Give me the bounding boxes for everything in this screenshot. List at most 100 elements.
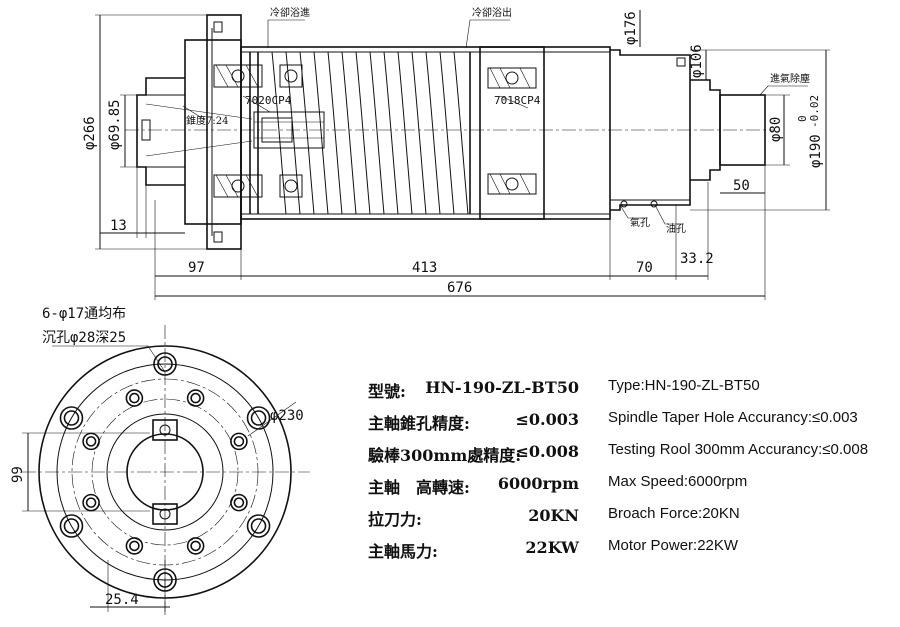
air-dust-label: 進氣除塵 [770, 72, 810, 85]
spec-en-taper: Spindle Taper Hole Accurancy:≤0.003 [608, 409, 858, 426]
coolant-in-label: 冷卻浴進 [270, 6, 310, 19]
spec-cn-value-testing: ≤0.008 [515, 442, 579, 461]
inner-bolt-hole [82, 432, 100, 451]
cooling-fin [271, 51, 287, 215]
cooling-fin [313, 51, 329, 215]
bolt-holes [59, 352, 271, 592]
bearing-rear-label: 7018CP4 [494, 94, 541, 107]
dim-len676: 676 [447, 280, 472, 296]
inner-bolt-hole [129, 392, 140, 404]
side-view: 冷卻浴進 冷卻浴出 進氣除塵 錐度7:24 7020CP4 7018CP4 氣孔… [82, 6, 830, 300]
dim-d106: φ106 [689, 44, 705, 78]
cooling-fin [299, 51, 315, 215]
cooling-fin [341, 51, 357, 215]
taper-label: 錐度7:24 [186, 114, 228, 127]
spec-cn-value-taper: ≤0.003 [515, 410, 579, 429]
spec-en-power: Motor Power:22KW [608, 537, 739, 554]
spec-en-testing: Testing Rool 300mm Accurancy:≤0.008 [608, 441, 869, 458]
flange-bolt-hole [250, 410, 267, 426]
bearing-front-label: 7020CP4 [245, 94, 292, 107]
dim-d230: φ230 [270, 408, 304, 424]
dim-len70: 70 [636, 260, 653, 276]
spindle-bore-circle [126, 433, 204, 511]
dim-d266: φ266 [82, 116, 98, 150]
dim-len33-2: 33.2 [680, 251, 714, 267]
flange-bolt-hole [59, 406, 84, 430]
cooling-fin [383, 51, 399, 215]
spec-cn-label-broach: 拉刀力: [368, 510, 422, 529]
inner-bolt-hole [190, 392, 201, 404]
inner-bolt-hole [230, 432, 248, 451]
flange-bolt-hole [246, 514, 271, 538]
inner-bolt-hole [129, 540, 140, 552]
cooling-fin [411, 51, 427, 215]
hole-note-2: 沉孔φ28深25 [42, 330, 126, 346]
dim-len50: 50 [733, 178, 750, 194]
spec-en-type: Type:HN-190-ZL-BT50 [608, 377, 760, 394]
cooling-fins [249, 51, 471, 215]
dim-d176: φ176 [623, 11, 639, 45]
taper-nose [136, 77, 253, 186]
cooling-fin [439, 51, 455, 215]
spec-cn-label-testing: 驗棒300mm處精度: [368, 446, 522, 465]
dim-d190: φ190 [808, 134, 824, 168]
cooling-fin [397, 51, 413, 215]
spec-en-speed: Max Speed:6000rpm [608, 473, 748, 490]
spec-en-broach: Broach Force:20KN [608, 505, 740, 522]
cooling-fin [285, 51, 301, 215]
dim-d190-tol-upper: 0 [796, 115, 809, 122]
inner-bolt-hole [125, 537, 144, 555]
inner-bolt-hole [186, 537, 205, 555]
spec-cn-value-power: 22KW [525, 538, 579, 557]
front-flange [184, 14, 242, 250]
flange-bolt-hole [153, 352, 177, 376]
rear-motor [610, 49, 766, 211]
dim-len25-4: 25.4 [105, 592, 139, 608]
cooling-fin [327, 51, 343, 215]
air-hole-label: 氣孔 [630, 216, 650, 229]
inner-bolt-hole [233, 497, 245, 508]
inner-bolt-hole [233, 436, 245, 447]
inner-spindle [253, 111, 325, 149]
spec-cn-label-type: 型號: [368, 382, 406, 401]
inner-bolt-hole [186, 389, 205, 407]
cooling-fin [355, 51, 371, 215]
inner-bolt-hole [85, 497, 97, 508]
spec-cn-value-speed: 6000rpm [497, 474, 579, 493]
flange-bolt-hole [250, 518, 267, 534]
drive-key-bottom [152, 503, 178, 525]
dim-d80: φ80 [768, 117, 784, 142]
dim-len413: 413 [412, 260, 437, 276]
spec-cn-label-speed: 主軸 高轉速: [368, 478, 470, 497]
cooling-fin [453, 51, 469, 215]
flange-bolt-hole [246, 406, 271, 430]
flange-bolt-hole [157, 356, 173, 372]
dim-len99: 99 [10, 466, 26, 483]
spec-cn-label-power: 主軸馬力: [368, 542, 438, 561]
oil-hole-label: 油孔 [666, 222, 686, 235]
drive-key-top [152, 419, 178, 441]
dim-len97: 97 [188, 260, 205, 276]
flange-bolt-hole [59, 514, 84, 538]
flange-bolt-hole [63, 518, 80, 534]
flange-bolt-hole [63, 410, 80, 426]
front-view: 6-φ17通均布 沉孔φ28深25 φ230 99 25.4 [10, 306, 310, 618]
side-dims [95, 10, 830, 300]
bearing-rear-hatch [487, 67, 537, 195]
coolant-out-label: 冷卻浴出 [472, 6, 512, 19]
hole-note-1: 6-φ17通均布 [42, 306, 126, 322]
inner-bolt-hole [82, 493, 100, 512]
inner-bolt-hole [190, 540, 201, 552]
cooling-fin [369, 51, 385, 215]
cooling-fin [425, 51, 441, 215]
spec-cn-value-broach: 20KN [528, 506, 579, 525]
dim-d69-85: φ69.85 [107, 99, 123, 150]
spec-cn-value-type: HN-190-ZL-BT50 [425, 378, 579, 397]
spec-cn-label-taper: 主軸錐孔精度: [368, 414, 470, 433]
inner-bolt-hole [85, 436, 97, 447]
dim-d190-tol-lower: -0.02 [808, 95, 821, 128]
inner-bolt-hole [125, 389, 144, 407]
inner-bolt-hole [230, 493, 248, 512]
dim-len13: 13 [110, 218, 127, 234]
